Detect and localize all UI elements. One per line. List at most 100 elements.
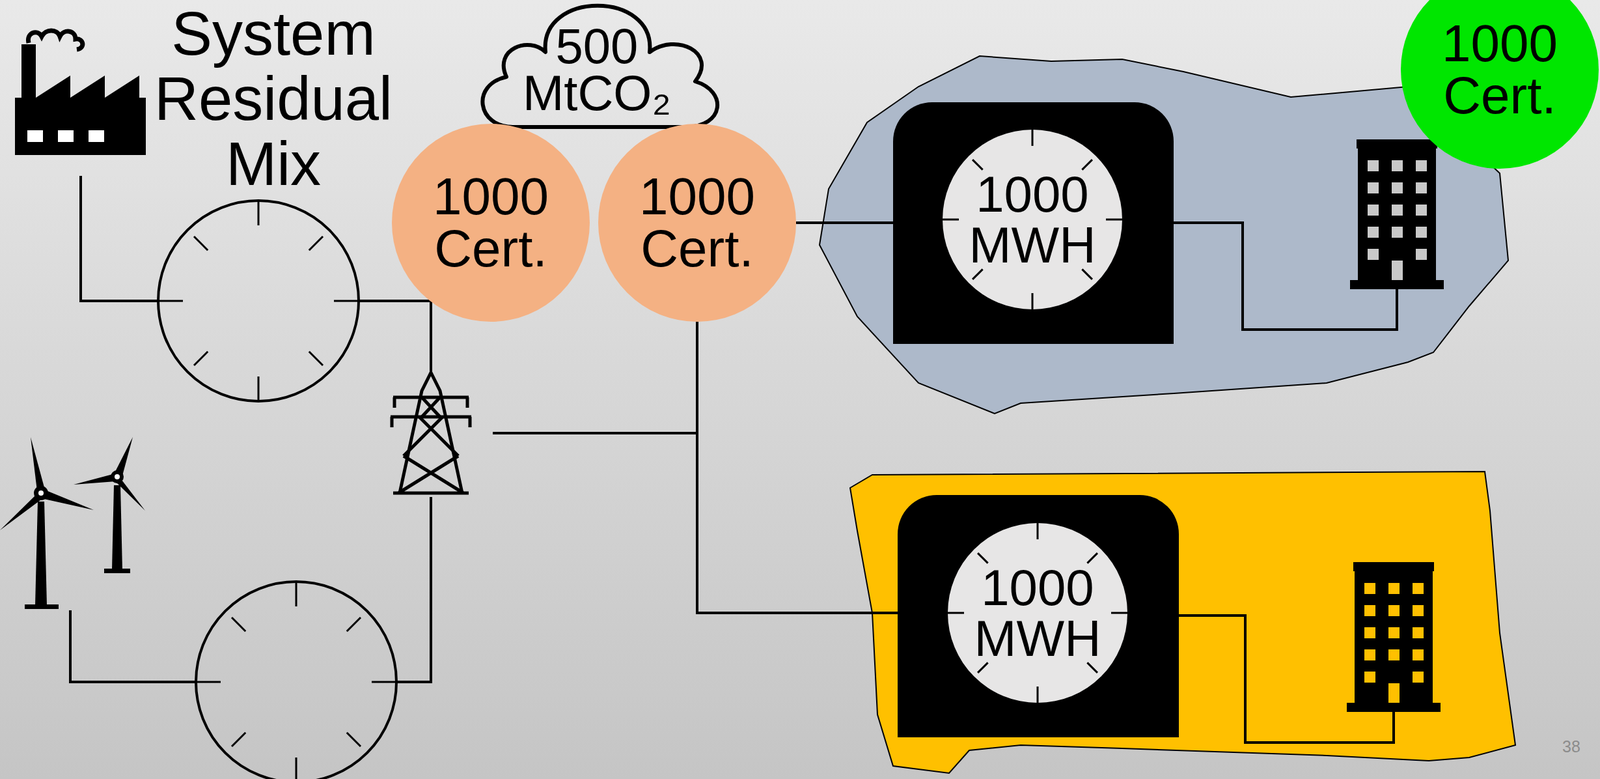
text-holder: 500 MtCO₂ — [467, 0, 727, 134]
meter-dial — [195, 581, 397, 779]
dial-tick — [1087, 662, 1098, 673]
dial-tick — [371, 680, 397, 683]
building-base — [1346, 702, 1441, 712]
meter-dial — [947, 522, 1128, 703]
dial-tick — [195, 680, 221, 683]
dial-tick — [1081, 268, 1093, 280]
building-door — [1391, 260, 1403, 280]
turbine-blade — [41, 488, 94, 510]
building-window — [1415, 160, 1427, 172]
node-text: 1000 MWH — [969, 168, 1097, 271]
factory-body — [14, 44, 146, 155]
turbine-base — [104, 568, 131, 573]
text-holder: 1000 MWH — [942, 129, 1123, 310]
text-holder: 1000 Cert. — [391, 123, 590, 322]
pylon-bracing — [393, 397, 469, 493]
certificate-circle: 1000 Cert. — [598, 123, 797, 322]
turbine-blade — [0, 493, 43, 530]
building-window — [1364, 582, 1376, 594]
building-window — [1412, 626, 1424, 638]
certificate-circle: 1000 Cert. — [391, 123, 590, 322]
dial-tick — [1036, 522, 1039, 539]
building-window — [1415, 204, 1427, 216]
turbine-blade — [30, 436, 45, 491]
consumer-region-blue — [819, 55, 1509, 414]
text-holder: 1000 MWH — [947, 522, 1128, 703]
building-window — [1415, 248, 1427, 260]
label-box: System Residual Mix — [154, 1, 393, 197]
building-window — [1364, 604, 1376, 616]
dial-tick — [231, 732, 246, 746]
building-body — [1354, 568, 1433, 705]
building-window — [1391, 204, 1403, 216]
dial-tick — [977, 662, 989, 673]
building-window — [1364, 626, 1376, 638]
factory-smoke — [27, 30, 83, 50]
factory-window — [88, 130, 105, 142]
connector-wire — [796, 221, 894, 224]
dial-tick — [158, 300, 183, 303]
factory-window — [27, 130, 43, 142]
node-text: 1000 Cert. — [432, 170, 549, 275]
emissions-cloud: 500 MtCO₂ — [467, 0, 727, 134]
building-window — [1388, 582, 1400, 594]
dial-tick — [193, 236, 208, 250]
building-window — [1412, 648, 1424, 661]
turbine-blade — [73, 473, 116, 485]
dial-tick — [346, 617, 361, 631]
meter-dials — [158, 200, 397, 779]
wire — [396, 496, 431, 682]
building-window — [1412, 604, 1424, 616]
building-icon — [1346, 561, 1441, 712]
pylon-legs — [399, 372, 463, 493]
dial-tick — [295, 581, 298, 607]
consumer-region-yellow — [850, 471, 1516, 773]
certificate-circle: 1000 Cert. — [1400, 0, 1599, 169]
building-base — [1350, 279, 1444, 290]
pylon-arms — [390, 397, 472, 428]
building-window — [1412, 582, 1424, 594]
wind-turbines — [0, 436, 146, 609]
building-door — [1388, 682, 1400, 703]
building-icon — [1350, 139, 1444, 290]
factory-icon — [14, 30, 146, 155]
building-window — [1367, 248, 1379, 260]
pylon-icon — [390, 372, 472, 493]
electricity-meter: 1000 MWH — [897, 494, 1179, 737]
dial-tick — [1111, 611, 1128, 614]
wire — [70, 609, 196, 682]
building-window — [1415, 226, 1427, 238]
building-body — [1357, 145, 1436, 283]
dial-tick — [1036, 686, 1039, 703]
building-window — [1364, 648, 1376, 661]
node-text: 1000 Cert. — [1441, 17, 1558, 122]
system-residual-mix-label: System Residual Mix — [154, 1, 393, 197]
node-text: 500 MtCO₂ — [522, 22, 672, 117]
dial-tick — [1105, 218, 1123, 221]
turbine-base — [24, 604, 59, 609]
dial-tick — [257, 376, 260, 401]
turbine-hub — [110, 469, 124, 483]
dial-tick — [309, 351, 323, 366]
turbine-tower — [35, 501, 47, 606]
dial-tick — [333, 300, 359, 303]
connector-wire — [697, 321, 898, 613]
building-window — [1367, 182, 1379, 194]
dial-tick — [346, 732, 361, 746]
dial-tick — [947, 611, 965, 614]
building-window — [1367, 204, 1379, 216]
building-window — [1391, 160, 1403, 172]
text-holder: 1000 Cert. — [1400, 0, 1599, 169]
page-number: 38 — [1562, 736, 1581, 756]
building-window — [1391, 182, 1403, 194]
turbine-hub-center — [38, 490, 44, 496]
wire — [80, 175, 159, 301]
dial-tick — [1031, 129, 1034, 146]
building-window — [1391, 226, 1403, 238]
node-text: 1000 MWH — [974, 561, 1102, 664]
factory-window — [57, 130, 74, 142]
building-window — [1367, 160, 1379, 172]
text-holder: 1000 Cert. — [598, 123, 797, 322]
meter-dial — [942, 129, 1123, 310]
